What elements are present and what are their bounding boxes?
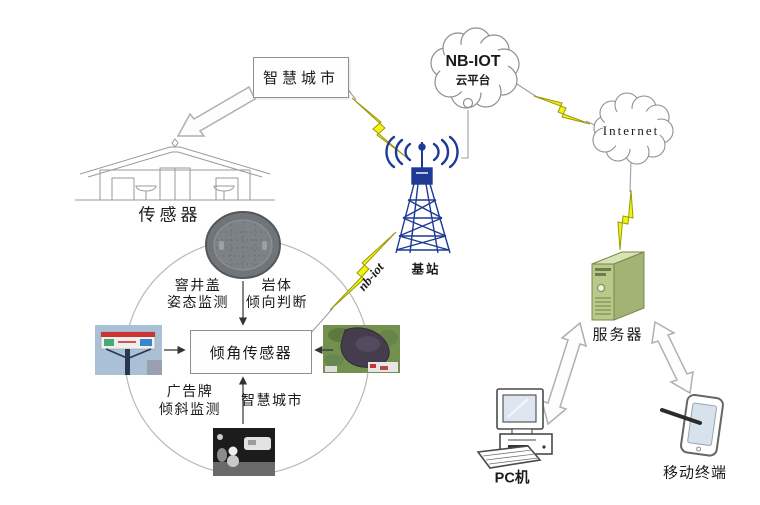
app-manhole-label-line2: 姿态监测: [167, 296, 229, 311]
smart-city-box-label: 智慧城市: [262, 71, 339, 87]
nbiot-cloud-icon: [430, 27, 520, 109]
bolt-internet-server: [617, 189, 634, 251]
tablet-with-stylus-icon: [660, 393, 724, 457]
connector-lines: [309, 78, 632, 335]
sensor-label: 传感器: [138, 205, 202, 225]
server-mobile-arrow: [651, 320, 694, 395]
lightning-bolt-icon: [329, 95, 634, 311]
bolt-smartcity-tower: [351, 97, 407, 158]
mobile-label: 移动终端: [662, 465, 728, 482]
smartcity-to-building-arrow: [176, 85, 256, 137]
app-rock-label-line1: 岩体: [261, 279, 293, 294]
bolt-nbiot-link: [329, 231, 397, 311]
pc-label: PC机: [494, 470, 530, 487]
nbiot-cloud-title: NB-IOT: [445, 53, 501, 70]
internet-cloud-label: Internet: [602, 123, 660, 138]
tilt-sensor-box: 倾角传感器: [190, 330, 312, 374]
night-street-photo: [213, 428, 275, 476]
server-tower-icon: [591, 251, 645, 321]
smart-city-box: 智慧城市: [253, 57, 349, 98]
desktop-computer-icon: [476, 388, 553, 469]
tilt-sensor-box-label: 倾角传感器: [209, 345, 293, 362]
base-station-tower-icon: [385, 135, 459, 254]
app-billboard-label-line2: 倾斜监测: [159, 403, 221, 418]
stylus-icon: [660, 408, 702, 425]
building-section-drawing: [75, 138, 275, 201]
billboard-photo: [95, 325, 162, 375]
app-smartcity-label: 智慧城市: [241, 394, 303, 409]
server-label: 服务器: [592, 327, 644, 344]
internet-cloud-icon: [592, 92, 674, 165]
base-station-label: 基站: [411, 262, 441, 277]
nbiot-cloud-subtitle: 云平台: [455, 75, 491, 87]
server-pc-arrow: [540, 321, 588, 426]
bolt-cloud-internet: [533, 95, 591, 125]
tilt-sensor-arrows: [164, 281, 333, 424]
app-manhole-label-line1: 窨井盖: [174, 279, 222, 294]
app-rock-label-line2: 倾向判断: [246, 296, 308, 311]
rock-mass-photo: [323, 325, 400, 373]
manhole-cover-photo: [205, 211, 281, 279]
app-billboard-label-line1: 广告牌: [166, 385, 214, 400]
